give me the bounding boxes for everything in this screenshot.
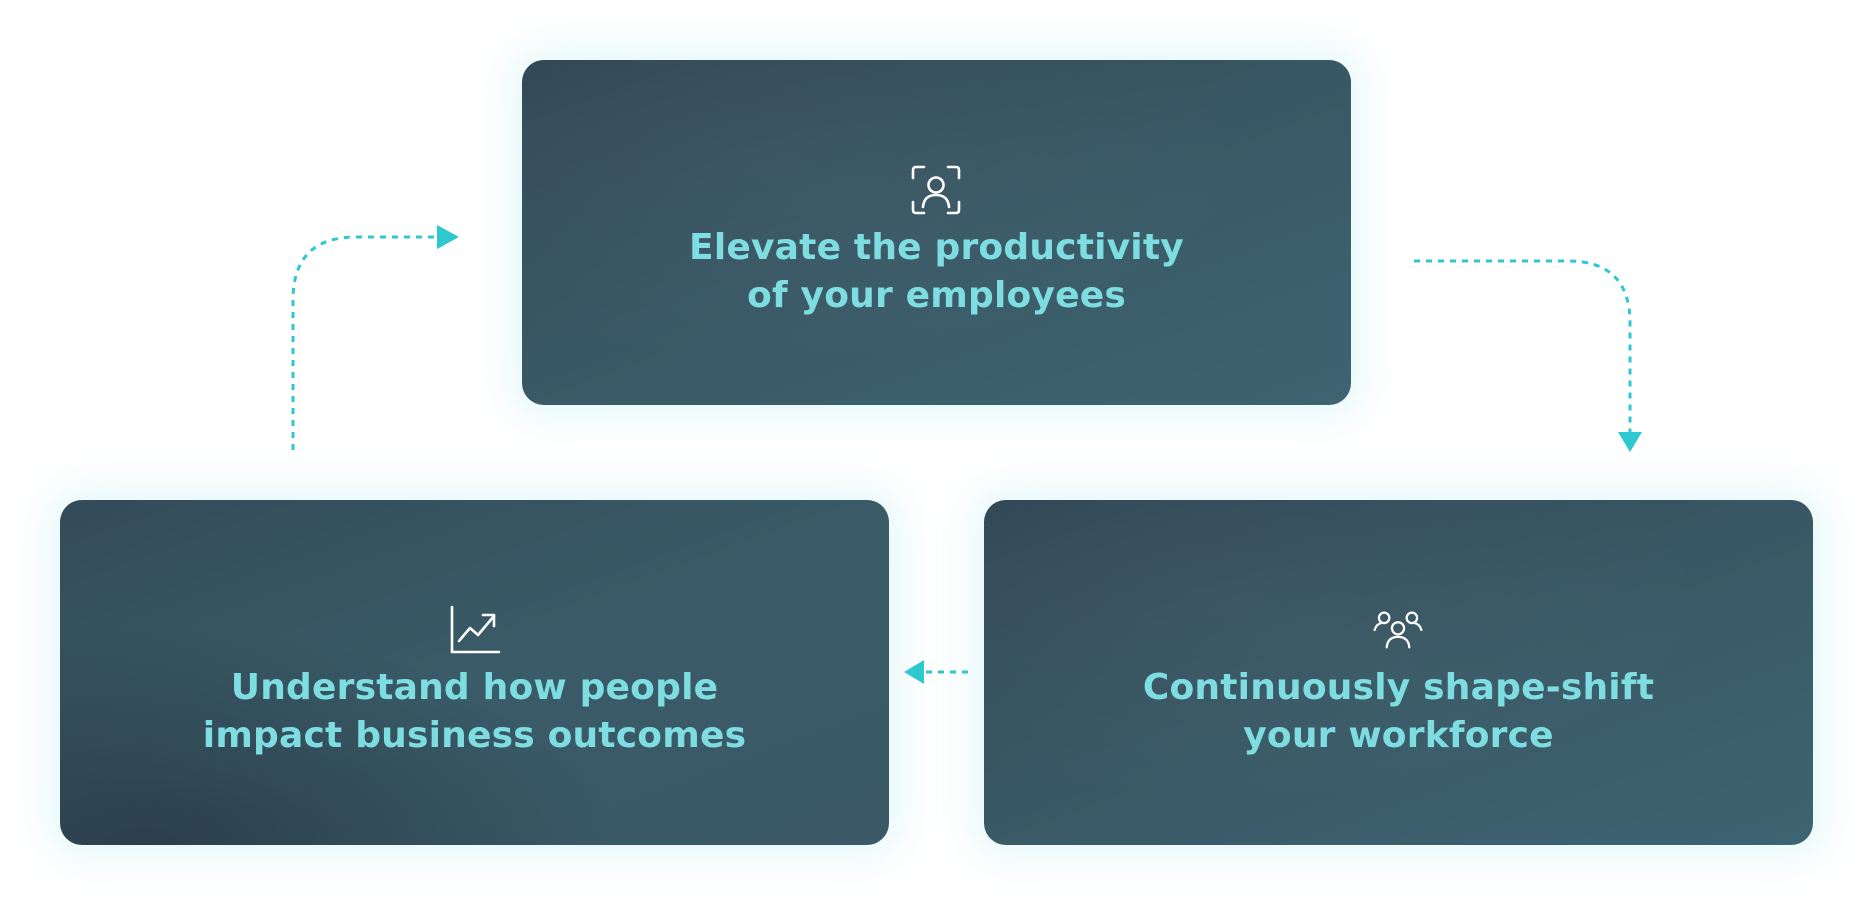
- arrow-left-to-top: [291, 235, 440, 450]
- card-title: Understand how people impact business ou…: [203, 664, 746, 760]
- team-icon: [1373, 611, 1424, 648]
- card-title-line: of your employees: [747, 274, 1126, 316]
- card-title-line: Elevate the productivity: [689, 226, 1184, 268]
- trend-chart-icon: [450, 605, 500, 653]
- arrowhead-down: [1618, 432, 1642, 452]
- card-title-line: Understand how people: [230, 666, 719, 708]
- card-understand-impact: Understand how people impact business ou…: [60, 500, 889, 845]
- card-title-line: impact business outcomes: [202, 714, 747, 756]
- card-shape-shift-workforce: Continuously shape-shift your workforce: [984, 500, 1813, 845]
- card-elevate-productivity: Elevate the productivity of your employe…: [522, 60, 1351, 405]
- card-title-line: Continuously shape-shift: [1142, 666, 1655, 708]
- card-title: Elevate the productivity of your employe…: [689, 224, 1184, 320]
- arrowhead-right: [437, 225, 459, 249]
- card-title-line: your workforce: [1243, 714, 1554, 756]
- user-focus-icon: [912, 165, 961, 214]
- arrow-top-to-right: [1414, 259, 1632, 432]
- card-title: Continuously shape-shift your workforce: [1143, 664, 1654, 760]
- arrowhead-left: [904, 660, 924, 684]
